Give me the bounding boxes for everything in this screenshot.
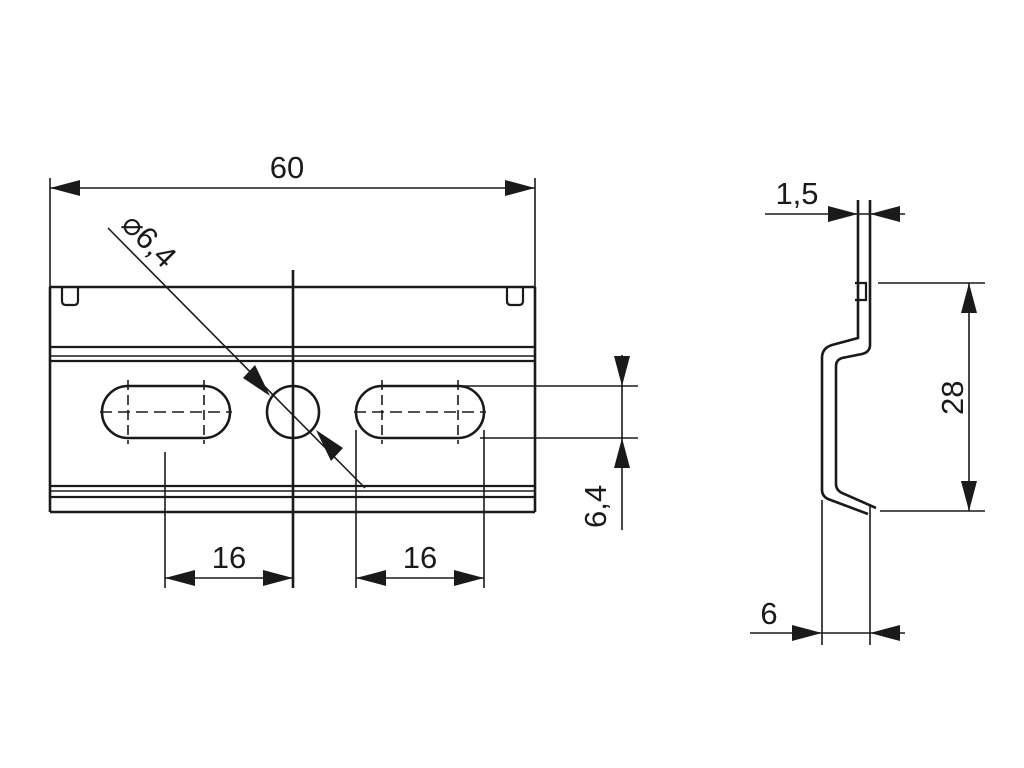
depth-label: 6: [760, 596, 777, 631]
height-dimension: 28: [878, 282, 985, 512]
front-view: 60 ⌀6,4 16 16: [48, 150, 638, 588]
left-tab: [60, 287, 80, 307]
hole-dia-label: ⌀6,4: [115, 206, 183, 274]
thickness-label: 1,5: [775, 176, 818, 211]
slot-width-dimension: 6,4: [462, 355, 638, 530]
left-slot: [100, 380, 232, 444]
pitch-right-label: 16: [403, 540, 437, 575]
width-dimension: 60: [49, 150, 536, 287]
height-label: 28: [935, 381, 970, 415]
side-view: 1,5 28 6: [750, 176, 985, 645]
width-dim-label: 60: [270, 150, 304, 185]
right-tab: [505, 287, 525, 307]
pitch-left-dimension: 16: [164, 452, 293, 588]
pitch-left-label: 16: [212, 540, 246, 575]
slot-width-label: 6,4: [578, 485, 613, 528]
pitch-right-dimension: 16: [355, 430, 485, 588]
thickness-dimension: 1,5: [765, 176, 905, 222]
rail-profile: [820, 200, 877, 516]
right-slot: [354, 380, 486, 444]
depth-dimension: 6: [750, 500, 905, 645]
